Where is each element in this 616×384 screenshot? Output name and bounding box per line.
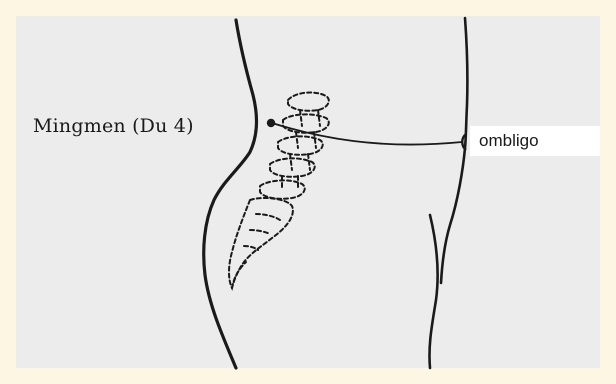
back-contour — [204, 20, 257, 368]
navel-label: ombligo — [479, 131, 539, 151]
mingmen-label: Mingmen (Du 4) — [33, 115, 194, 137]
waist-line — [272, 123, 462, 145]
spine-dashed-outline — [229, 93, 329, 288]
thigh-line — [429, 215, 437, 368]
mingmen-point — [267, 119, 275, 127]
front-contour — [441, 18, 467, 283]
